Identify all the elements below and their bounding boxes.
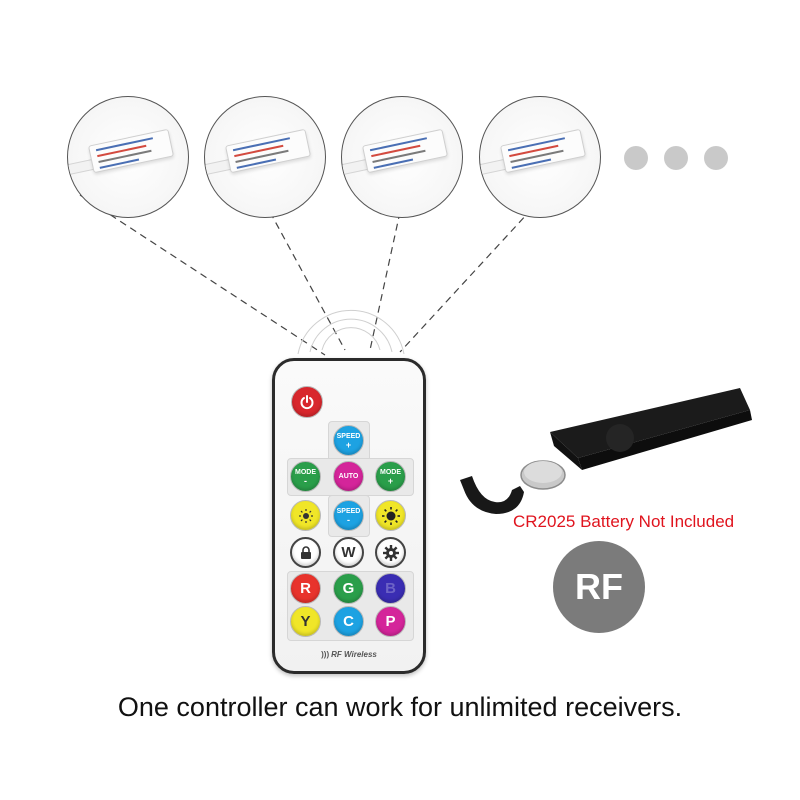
r-label: R [300, 580, 311, 597]
mode-up-button[interactable]: MODE+ [375, 461, 406, 492]
battery-clip-icon [460, 476, 524, 514]
brightness-up-button[interactable] [375, 500, 406, 531]
more-dot-3 [704, 146, 728, 170]
cyan-button[interactable]: C [333, 606, 364, 637]
battery-caption: CR2025 Battery Not Included [513, 512, 735, 531]
lock-icon [300, 545, 311, 559]
sun-large-icon [381, 506, 400, 525]
receiver-4 [479, 96, 601, 218]
receiver-1 [67, 96, 189, 218]
green-button[interactable]: G [333, 573, 364, 604]
mode-down-button[interactable]: MODE- [290, 461, 321, 492]
receiver-board-icon [224, 128, 312, 174]
auto-label: AUTO [338, 472, 359, 480]
lock-button[interactable] [290, 537, 321, 568]
receiver-board-icon [87, 128, 175, 174]
c-label: C [343, 613, 354, 630]
more-dot-1 [624, 146, 648, 170]
w-label: W [341, 544, 356, 561]
rf-badge: RF [553, 541, 645, 633]
signal-arcs-icon [297, 309, 405, 355]
yellow-button[interactable]: Y [290, 606, 321, 637]
remote-back-illustration [460, 388, 752, 514]
wifi-icon: ))) [321, 650, 330, 659]
b-label: B [385, 580, 396, 597]
receiver-board-icon [499, 128, 587, 174]
settings-button[interactable] [375, 537, 406, 568]
power-button[interactable] [291, 386, 323, 418]
receiver-board-icon [361, 128, 449, 174]
purple-button[interactable]: P [375, 606, 406, 637]
p-label: P [385, 613, 396, 630]
battery-door-icon [606, 424, 634, 452]
rf-remote: SPEED+ MODE- AUTO MODE+ SPEED- W R G B Y… [272, 358, 426, 674]
brightness-down-button[interactable] [290, 500, 321, 531]
sun-small-icon [298, 508, 313, 523]
power-icon [300, 395, 314, 410]
speed-up-label: SPEED [336, 432, 361, 440]
speed-down-label: SPEED [336, 507, 361, 515]
blue-button[interactable]: B [375, 573, 406, 604]
red-button[interactable]: R [290, 573, 321, 604]
brand-label: )))RF Wireless [321, 650, 377, 659]
more-dot-2 [664, 146, 688, 170]
footer-caption: One controller can work for unlimited re… [117, 692, 683, 722]
auto-button[interactable]: AUTO [333, 461, 364, 492]
gear-icon [382, 544, 399, 561]
receiver-2 [204, 96, 326, 218]
mode-down-label: MODE [295, 468, 316, 476]
y-label: Y [300, 613, 311, 630]
white-button[interactable]: W [333, 537, 364, 568]
mode-up-label: MODE [380, 468, 401, 476]
speed-up-button[interactable]: SPEED+ [333, 425, 364, 456]
speed-down-button[interactable]: SPEED- [333, 500, 364, 531]
g-label: G [342, 580, 355, 597]
receiver-3 [341, 96, 463, 218]
